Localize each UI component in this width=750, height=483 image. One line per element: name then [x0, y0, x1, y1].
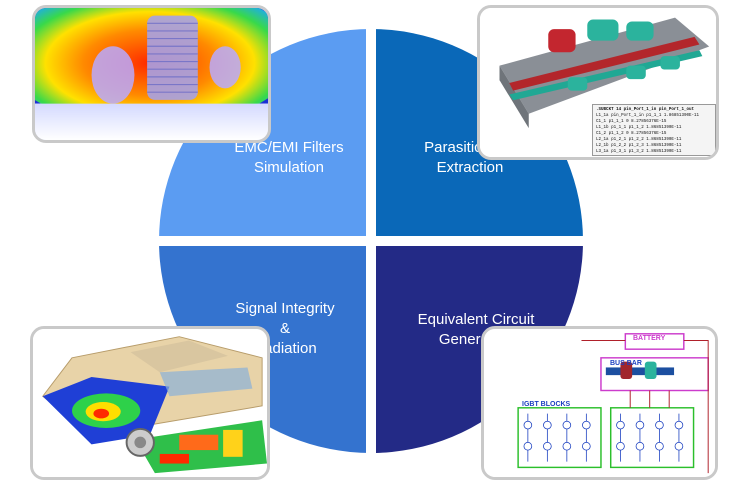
netlist-line: C1_2 p1_1_2 0 8.27856376E-15 [596, 132, 667, 136]
thumbnail-emc-field-map [32, 5, 271, 143]
netlist-line: L2_1b p1_2_2 p1_2_3 1.86851390E-11 [596, 144, 682, 148]
label-emc-emi-filters: EMC/EMI Filters Simulation [234, 139, 344, 176]
schematic-battery-label: BATTERY [633, 335, 666, 342]
netlist-panel: .SUBCKT 14 pin_Port_1_in pin_Port_1_out … [592, 104, 716, 156]
schematic-busbar-label: BUS BAR [610, 360, 642, 367]
thumbnail-equivalent-schematic: BATTERY BUS BAR IGBT BLOCKS [481, 326, 718, 480]
netlist-line: L2_1a p1_2_1 p1_2_2 1.86851390E-11 [596, 138, 682, 142]
netlist-line: L3_1a p1_3_1 p1_3_2 1.86851390E-11 [596, 150, 682, 154]
netlist-line: L1_1b p1_1_1 p1_1_2 1.86851390E-11 [596, 126, 682, 130]
netlist-line: C1_1 p1_1_1 0 8.27856376E-15 [596, 120, 667, 124]
netlist-header: .SUBCKT 14 pin_Port_1_in pin_Port_1_out [596, 108, 695, 112]
thumbnail-parasitic-extraction: .SUBCKT 14 pin_Port_1_in pin_Port_1_out … [477, 5, 719, 160]
netlist-line: L1_1a pin_Port_1_in p1_1_1 1.86851390E-1… [596, 114, 700, 118]
schematic-igbt-label: IGBT BLOCKS [522, 401, 571, 408]
thumbnail-car-radiation [30, 326, 270, 480]
